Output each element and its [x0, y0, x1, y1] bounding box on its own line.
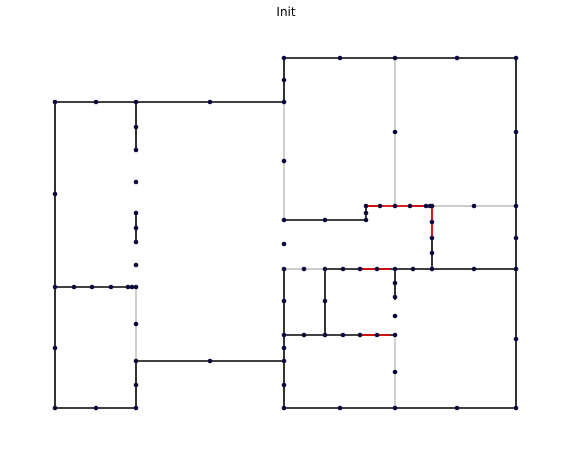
graph-node	[392, 55, 398, 61]
graph-node	[429, 235, 435, 241]
graph-node	[513, 405, 519, 411]
graph-node	[133, 124, 139, 130]
graph-node	[281, 217, 287, 223]
graph-node	[301, 332, 307, 338]
graph-node	[392, 266, 398, 272]
graph-node	[322, 266, 328, 272]
graph-node	[454, 405, 460, 411]
graph-node	[52, 191, 58, 197]
graph-node	[471, 203, 477, 209]
graph-node	[340, 266, 346, 272]
graph-node	[281, 266, 287, 272]
graph-node	[133, 147, 139, 153]
graph-node	[513, 336, 519, 342]
graph-node	[125, 284, 131, 290]
graph-node	[423, 203, 429, 209]
graph-node	[392, 203, 398, 209]
graph-node	[281, 332, 287, 338]
graph-node	[281, 358, 287, 364]
graph-node	[133, 405, 139, 411]
graph-node	[301, 266, 307, 272]
graph-node	[322, 298, 328, 304]
figure-title: Init	[276, 5, 296, 19]
graph-node	[207, 99, 213, 105]
graph-node	[133, 358, 139, 364]
graph-node	[133, 239, 139, 245]
graph-node	[410, 266, 416, 272]
graph-node	[471, 266, 477, 272]
graph-node	[392, 313, 398, 319]
graph-node	[52, 405, 58, 411]
graph-node	[340, 332, 346, 338]
graph-node	[207, 358, 213, 364]
graph-node	[281, 99, 287, 105]
wall-edges-layer	[54, 57, 517, 409]
graph-node	[133, 99, 139, 105]
graph-node	[429, 203, 435, 209]
wall-edge	[54, 57, 517, 409]
graph-node	[363, 217, 369, 223]
graph-node	[133, 210, 139, 216]
graph-node	[281, 298, 287, 304]
graph-node	[281, 55, 287, 61]
graph-node	[133, 321, 139, 327]
graph-node	[357, 266, 363, 272]
graph-node	[429, 266, 435, 272]
graph-node	[407, 203, 413, 209]
graph-node	[363, 203, 369, 209]
graph-node	[454, 55, 460, 61]
graph-node	[52, 284, 58, 290]
graph-node	[133, 179, 139, 185]
graph-node	[129, 284, 135, 290]
graph-node	[281, 382, 287, 388]
graph-node	[133, 382, 139, 388]
graph-node	[392, 405, 398, 411]
graph-node	[513, 235, 519, 241]
graph-node	[392, 294, 398, 300]
graph-node	[392, 280, 398, 286]
graph-node	[322, 217, 328, 223]
graph-node	[357, 332, 363, 338]
graph-node	[513, 129, 519, 135]
graph-node	[89, 284, 95, 290]
light-edges-layer	[135, 58, 516, 408]
graph-node	[374, 266, 380, 272]
graph-node	[281, 405, 287, 411]
graph-node	[281, 345, 287, 351]
graph-node	[108, 284, 114, 290]
graph-node	[52, 99, 58, 105]
graph-node	[392, 332, 398, 338]
graph-node	[93, 405, 99, 411]
graph-node	[337, 55, 343, 61]
nodes-layer	[52, 55, 519, 411]
graph-node	[281, 241, 287, 247]
graph-node	[281, 77, 287, 83]
graph-node	[513, 55, 519, 61]
graph-node	[281, 158, 287, 164]
graph-node	[513, 203, 519, 209]
graph-node	[429, 219, 435, 225]
graph-node	[363, 210, 369, 216]
graph-node	[133, 284, 139, 290]
graph-node	[133, 262, 139, 268]
graph-node	[71, 284, 77, 290]
graph-node	[392, 369, 398, 375]
graph-node	[377, 203, 383, 209]
graph-node	[429, 250, 435, 256]
graph-node	[392, 129, 398, 135]
graph-node	[513, 266, 519, 272]
graph-node	[322, 332, 328, 338]
graph-node	[52, 345, 58, 351]
graph-node	[337, 405, 343, 411]
graph-node	[374, 332, 380, 338]
graph-node	[133, 225, 139, 231]
graph-node	[93, 99, 99, 105]
